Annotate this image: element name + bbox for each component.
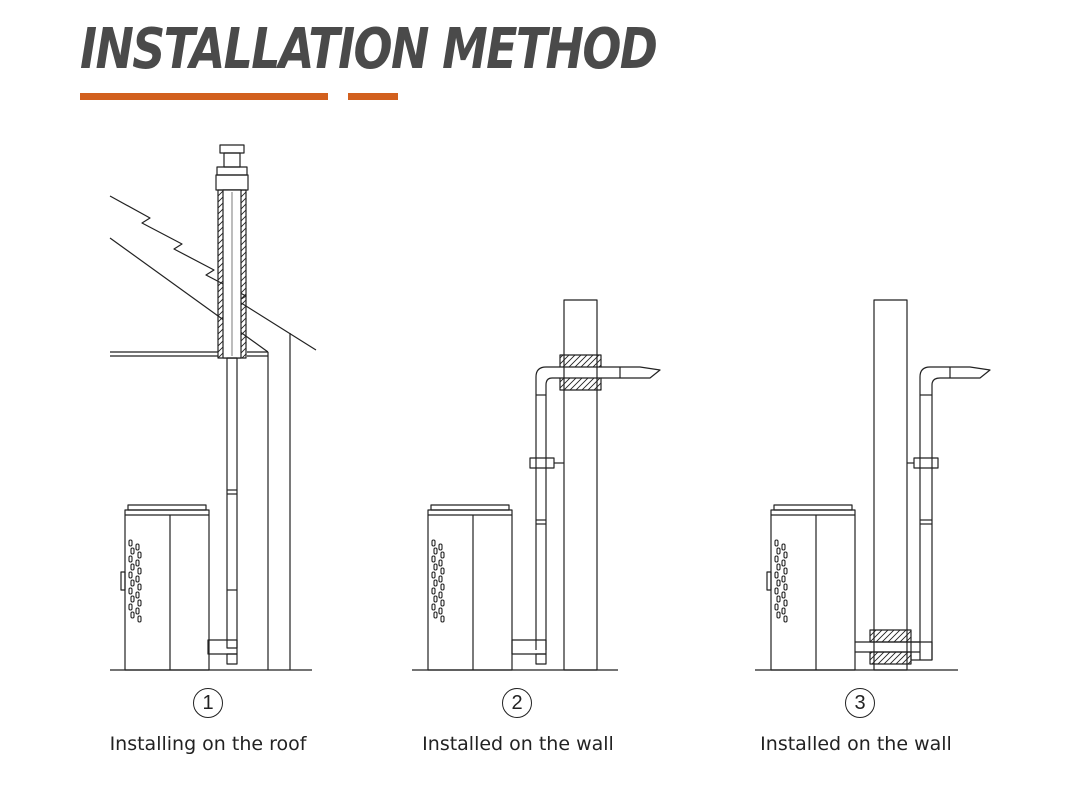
vent-slot <box>433 579 438 587</box>
vent-slot <box>783 599 788 607</box>
vent-slot <box>776 547 781 555</box>
vent-slot <box>130 595 135 603</box>
vent-slot <box>135 575 140 583</box>
wall-installation-figure-3 <box>755 299 991 671</box>
stove-vent-slots <box>128 539 788 623</box>
vent-slot <box>130 563 135 571</box>
vent-slot <box>431 539 436 547</box>
method-caption-2: Installed on the wall <box>422 733 614 755</box>
vent-slot <box>137 599 142 607</box>
vent-slot <box>431 603 436 611</box>
vent-slot <box>433 547 438 555</box>
vent-slot <box>776 611 781 619</box>
vent-slot <box>130 611 135 619</box>
vent-slot <box>776 563 781 571</box>
vent-slot <box>433 595 438 603</box>
method-number-3: 3 <box>845 688 875 718</box>
vent-slot <box>440 551 445 559</box>
vent-slot <box>438 559 443 567</box>
vent-slot <box>433 611 438 619</box>
vent-slot <box>783 615 788 623</box>
vent-slot <box>128 555 133 563</box>
method-caption-3: Installed on the wall <box>760 733 952 755</box>
roof-installation-figure <box>109 144 317 671</box>
vent-slot <box>128 539 133 547</box>
title-underline-long <box>80 93 328 100</box>
vent-slot <box>431 571 436 579</box>
vent-slot <box>438 543 443 551</box>
vent-slot <box>433 563 438 571</box>
method-number-1: 1 <box>193 688 223 718</box>
vent-slot <box>438 575 443 583</box>
title-underline-short <box>348 93 398 100</box>
vent-slot <box>781 559 786 567</box>
vent-slot <box>137 567 142 575</box>
vent-slot <box>135 607 140 615</box>
vent-slot <box>137 551 142 559</box>
vent-slot <box>438 591 443 599</box>
vent-slot <box>781 607 786 615</box>
vent-slot <box>130 547 135 555</box>
vent-slot <box>776 595 781 603</box>
vent-slot <box>128 603 133 611</box>
vent-slot <box>781 543 786 551</box>
vent-slot <box>440 615 445 623</box>
vent-slot <box>431 555 436 563</box>
method-caption-1: Installing on the roof <box>109 733 307 755</box>
vent-slot <box>135 543 140 551</box>
vent-slot <box>774 571 779 579</box>
vent-slot <box>128 571 133 579</box>
vent-slot <box>137 615 142 623</box>
vent-slot <box>783 551 788 559</box>
vent-slot <box>781 575 786 583</box>
vent-slot <box>774 539 779 547</box>
wall-installation-figure-2 <box>412 299 661 671</box>
vent-slot <box>431 587 436 595</box>
method-number-2: 2 <box>502 688 532 718</box>
vent-slot <box>440 567 445 575</box>
vent-slot <box>781 591 786 599</box>
vent-slot <box>774 555 779 563</box>
vent-slot <box>440 583 445 591</box>
vent-slot <box>440 599 445 607</box>
vent-slot <box>438 607 443 615</box>
vent-slot <box>137 583 142 591</box>
vent-slot <box>135 591 140 599</box>
vent-slot <box>774 587 779 595</box>
vent-slot <box>783 567 788 575</box>
page-title: INSTALLATION METHOD <box>80 17 658 82</box>
vent-slot <box>130 579 135 587</box>
vent-slot <box>783 583 788 591</box>
vent-slot <box>774 603 779 611</box>
vent-slot <box>135 559 140 567</box>
vent-slot <box>128 587 133 595</box>
vent-slot <box>776 579 781 587</box>
